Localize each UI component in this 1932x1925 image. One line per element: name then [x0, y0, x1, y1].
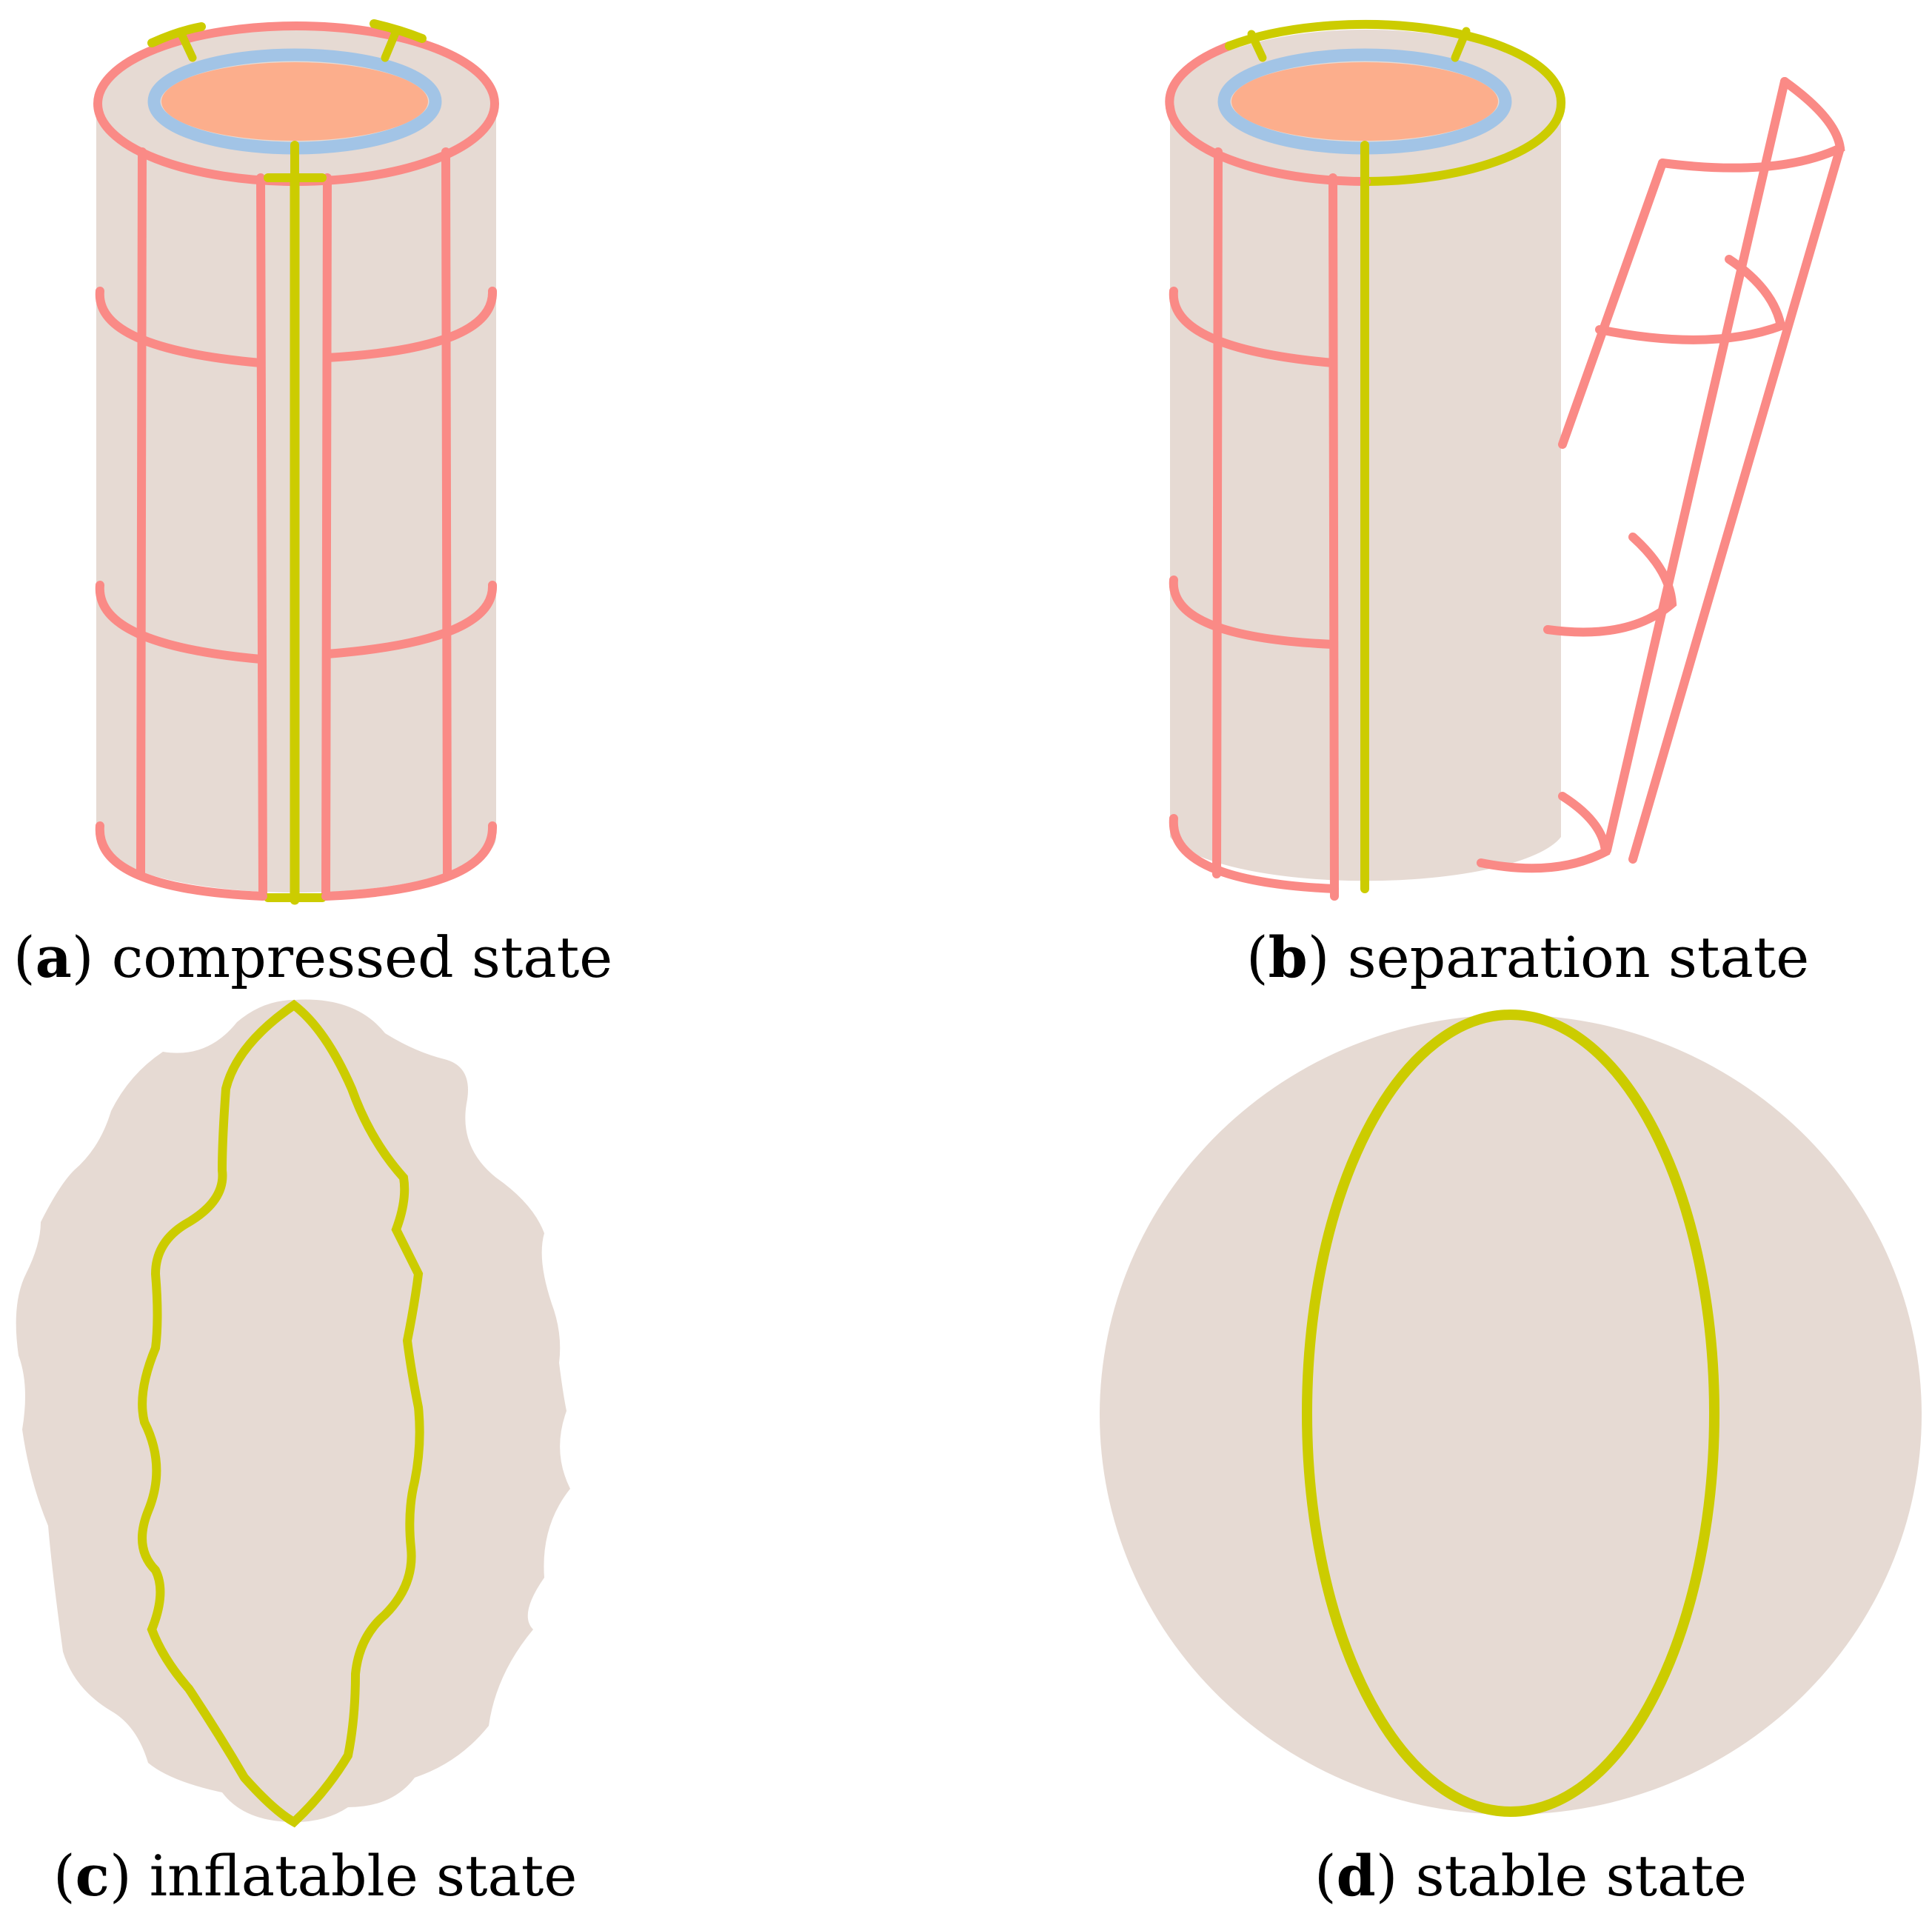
panel-d-sphere [1100, 1010, 1922, 1817]
panel-a-spoke-left [177, 30, 197, 62]
panel-a-top-seam-left [147, 22, 206, 47]
panel-b-detaching-frame [1477, 77, 1845, 873]
panel-b-top-rim-pink-lower [1166, 103, 1371, 187]
panel-a-rib-v2 [256, 173, 267, 901]
panel-b-hoop-bottom [1169, 814, 1339, 893]
panel-c-seam [138, 999, 424, 1828]
caption-panel-a: (a) compressed state [13, 924, 613, 990]
panel-a-hoop-bottom-right [321, 821, 498, 901]
panel-d-seam [1302, 1010, 1719, 1817]
panel-a-hoop-2-left [95, 581, 265, 664]
panel-b-spoke-right [1451, 27, 1471, 62]
panel-a-rib-v4 [441, 147, 452, 878]
panel-a-hoop-1-left [95, 287, 265, 367]
panel-c-inflating-body [16, 999, 570, 1828]
panel-a-core [161, 62, 428, 141]
panel-a-hoop-2-right [323, 581, 498, 658]
panel-b-spoke-left [1247, 30, 1267, 62]
panel-a-rib-v3 [321, 173, 332, 901]
panel-a-hoop-1-right [323, 287, 498, 362]
panel-b-core [1231, 62, 1498, 141]
panel-b-rib-v2 [1328, 173, 1339, 901]
caption-letter: b [1268, 924, 1308, 990]
panel-a-spoke-right [381, 27, 401, 62]
caption-panel-b: (b) separation state [1246, 924, 1810, 990]
panel-b-top-rim-seam [1225, 19, 1566, 186]
panel-a-hoop-bottom-left [95, 821, 267, 901]
panel-b-hoop-2 [1169, 576, 1337, 649]
caption-label: compressed state [111, 924, 613, 990]
panel-b-rib-v1 [1212, 147, 1223, 878]
caption-letter: c [75, 1843, 110, 1909]
panel-b-cylinder [1165, 19, 1845, 901]
panel-a-cylinder [93, 19, 499, 905]
panel-c-membrane [16, 999, 570, 1822]
panel-b-hoop-1 [1169, 287, 1337, 367]
caption-label: inflatable state [149, 1843, 578, 1909]
caption-panel-d: (d) stable state [1314, 1843, 1747, 1909]
panel-b-top-rim-pink [1165, 41, 1234, 112]
caption-letter: d [1336, 1843, 1376, 1909]
caption-panel-c: (c) inflatable state [53, 1843, 578, 1909]
caption-label: separation state [1347, 924, 1810, 990]
caption-letter: a [35, 924, 72, 990]
panel-a-rib-v1 [136, 147, 147, 878]
caption-label: stable state [1415, 1843, 1747, 1909]
panel-d-membrane [1100, 1015, 1922, 1815]
